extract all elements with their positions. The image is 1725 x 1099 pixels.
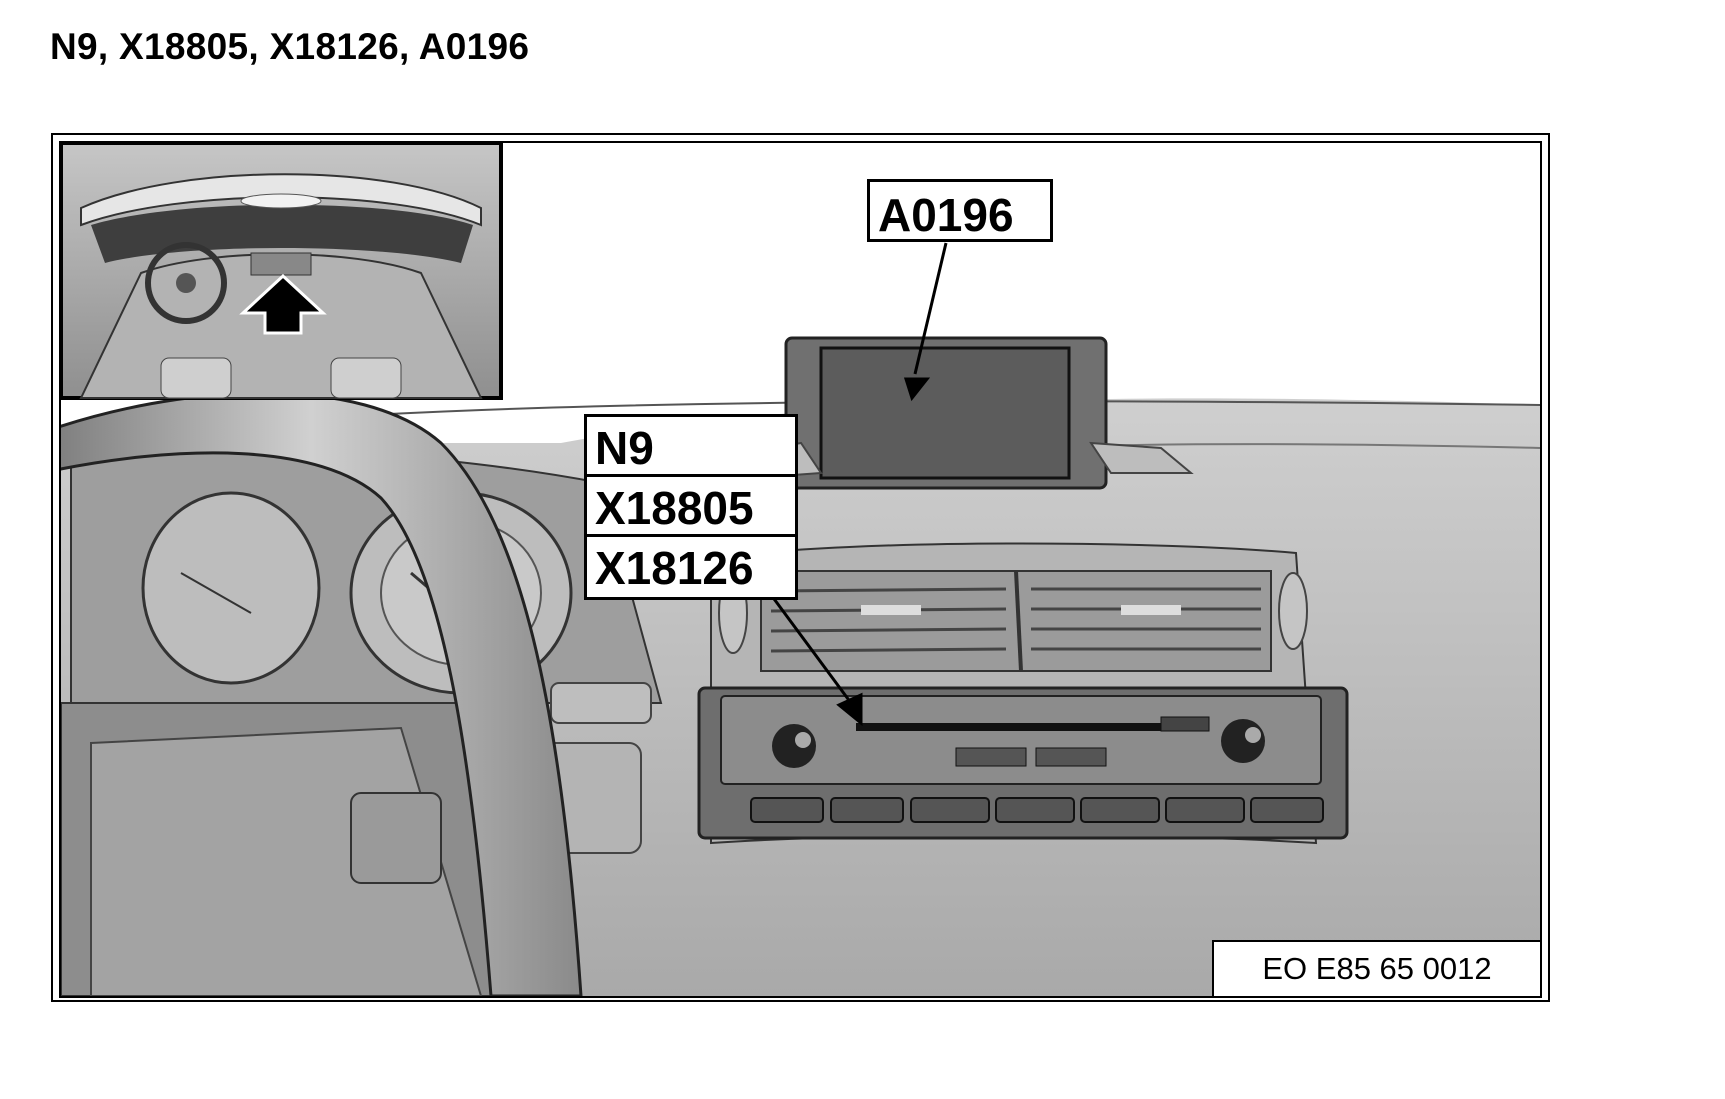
label-x18805: X18805 [587,477,795,537]
dashboard-illustration [61,143,1540,996]
arrow-up-icon [239,273,327,335]
inset-overview [61,143,503,400]
label-x18126: X18126 [595,542,754,594]
label-stack: N9 X18805 X18126 [584,414,798,600]
steering-wheel [61,391,583,996]
figure-inner: A0196 N9 X18805 X18126 EO E85 65 0012 [59,141,1542,998]
label-n9: N9 [587,417,795,477]
radio-unit [697,686,1349,840]
figure-frame: A0196 N9 X18805 X18126 EO E85 65 0012 [51,133,1550,1002]
reference-code: EO E85 65 0012 [1212,940,1540,996]
page-title: N9, X18805, X18126, A0196 [50,26,530,67]
central-display-screen [819,346,1071,480]
air-vents [718,570,1308,672]
label-display: A0196 [867,179,1053,242]
